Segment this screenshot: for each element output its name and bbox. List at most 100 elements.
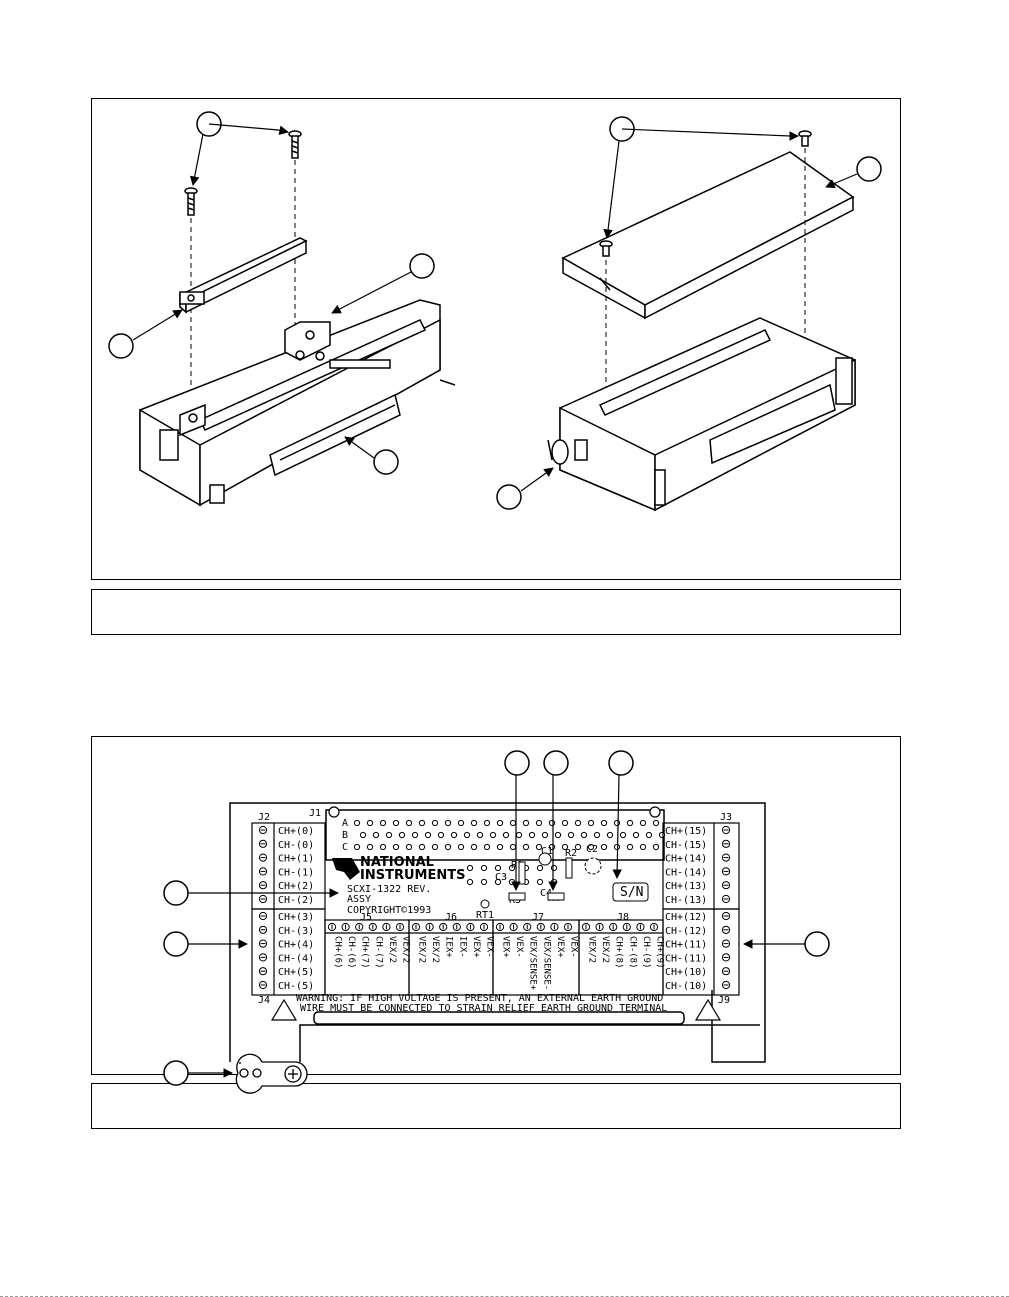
j1-pin — [366, 843, 374, 851]
screw-terminal[interactable] — [258, 867, 268, 876]
callout-circle — [856, 156, 882, 182]
screw-terminal[interactable] — [550, 922, 559, 932]
screw-terminal[interactable] — [563, 922, 573, 932]
screw-terminal[interactable] — [495, 922, 505, 932]
screw-terminal[interactable] — [355, 922, 364, 932]
screw-terminal[interactable] — [721, 953, 731, 962]
j1-pin — [379, 843, 387, 851]
screw-terminal[interactable] — [721, 881, 731, 890]
component-rt1 — [480, 899, 490, 909]
figure2-frame — [91, 736, 901, 1075]
via — [508, 864, 516, 872]
screw-terminal[interactable] — [581, 922, 591, 932]
label-r1: R1 — [511, 860, 523, 871]
j1-pin — [392, 819, 400, 827]
screw-terminal[interactable] — [258, 825, 268, 835]
j1-pin — [652, 819, 660, 827]
screw-terminal[interactable] — [411, 922, 421, 932]
screw-terminal[interactable] — [258, 939, 268, 948]
screw-terminal[interactable] — [721, 853, 731, 862]
screw-terminal[interactable] — [258, 925, 268, 934]
j1-pin — [535, 819, 543, 827]
screw-terminal[interactable] — [721, 939, 731, 948]
screw-terminal[interactable] — [258, 881, 268, 890]
j1-pin — [574, 843, 582, 851]
terminal-label: CH-(5) — [278, 981, 314, 992]
via — [494, 878, 502, 886]
leader-lines-fig1-left — [132, 123, 412, 459]
screw-terminal[interactable] — [327, 922, 337, 932]
screw-terminal[interactable] — [509, 922, 518, 932]
screw-terminal[interactable] — [258, 980, 268, 990]
screw-terminal[interactable] — [721, 894, 731, 904]
screw-terminal[interactable] — [258, 853, 268, 862]
screw-terminal[interactable] — [636, 922, 645, 932]
screw-terminal[interactable] — [721, 839, 731, 848]
screw-terminal[interactable] — [721, 911, 731, 921]
callout-circle — [163, 931, 189, 957]
label-r2: R2 — [565, 848, 577, 859]
j1-pin — [652, 843, 660, 851]
j1-pin — [437, 831, 445, 839]
callout-circle — [496, 484, 522, 510]
screw-right — [288, 130, 302, 159]
serial-box — [612, 882, 649, 902]
terminal-label: CH+(3) — [278, 912, 314, 923]
screw-terminal[interactable] — [258, 953, 268, 962]
screw-terminal[interactable] — [721, 980, 731, 990]
mounting-hole — [649, 806, 661, 818]
screw-terminal[interactable] — [368, 922, 377, 932]
screw-terminal[interactable] — [649, 922, 659, 932]
via — [466, 878, 474, 886]
screw-terminal[interactable] — [425, 922, 434, 932]
screw-terminal[interactable] — [721, 825, 731, 835]
cover-screw-front — [599, 240, 613, 257]
screw-terminal[interactable] — [466, 922, 475, 932]
callouts-fig2 — [163, 750, 830, 1086]
ni-eagle-icon — [332, 858, 360, 880]
screw-terminal[interactable] — [258, 894, 268, 904]
j1-pin — [489, 831, 497, 839]
ground-warning-icon-left — [270, 998, 298, 1021]
screw-terminal[interactable] — [479, 922, 489, 932]
callout-circle — [163, 880, 189, 906]
j1-pin — [392, 843, 400, 851]
j1-pin — [483, 819, 491, 827]
terminal-label: VEX/2 — [430, 936, 440, 963]
component-r2 — [565, 857, 573, 879]
screw-terminal[interactable] — [609, 922, 618, 932]
j1-pin — [548, 819, 556, 827]
screw-terminal[interactable] — [258, 967, 268, 976]
terminal-label: VEX+ — [471, 936, 481, 958]
screw-terminal[interactable] — [258, 911, 268, 921]
screw-terminal[interactable] — [341, 922, 350, 932]
screw-terminal[interactable] — [721, 867, 731, 876]
screw-terminal[interactable] — [595, 922, 604, 932]
mounting-holes — [328, 806, 661, 818]
screw-terminal[interactable] — [258, 839, 268, 848]
j1-pin — [613, 819, 621, 827]
label-j7: J7 — [532, 912, 544, 923]
screw-terminal[interactable] — [721, 967, 731, 976]
screw-terminal[interactable] — [452, 922, 461, 932]
board-copyright: COPYRIGHT©1993 — [347, 905, 431, 916]
j1-pin — [561, 819, 569, 827]
callout-circle — [608, 750, 634, 776]
screw-terminal[interactable] — [622, 922, 631, 932]
screw-terminal[interactable] — [523, 922, 532, 932]
row-label-b: B — [342, 830, 348, 841]
screw-terminal[interactable] — [536, 922, 545, 932]
j1-pin — [424, 831, 432, 839]
screw-terminal[interactable] — [721, 925, 731, 934]
screw-terminal[interactable] — [395, 922, 405, 932]
screw-terminal[interactable] — [439, 922, 448, 932]
brand-line2: INSTRUMENTS — [360, 868, 465, 883]
j1-pin — [639, 843, 647, 851]
figure1-caption — [91, 589, 901, 635]
terminal-label: CH+(0) — [278, 826, 314, 837]
terminal-label: CH-(2) — [278, 895, 314, 906]
board-assy: ASSY — [347, 894, 371, 905]
terminal-label: CH-(4) — [278, 953, 314, 964]
screw-terminal[interactable] — [382, 922, 391, 932]
